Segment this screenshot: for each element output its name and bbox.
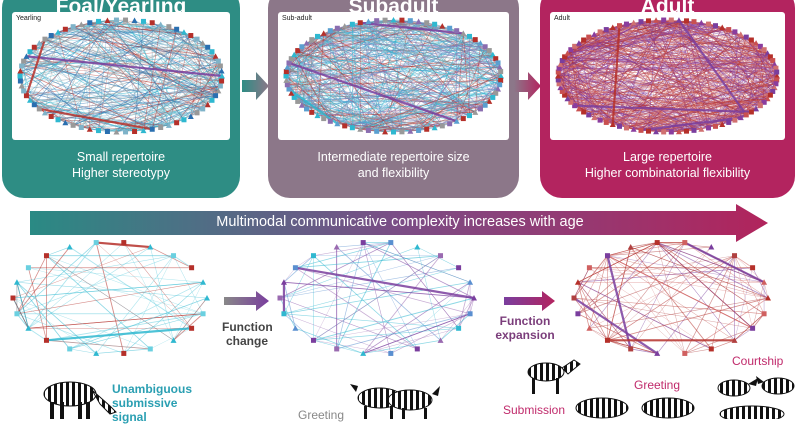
stage-caption: Intermediate repertoire size and flexibi…: [268, 149, 519, 181]
zebra-illustration: [350, 382, 440, 419]
stage-panel-adult: Adult Adult Large repertoire Higher comb…: [540, 0, 795, 198]
caption-line: and flexibility: [268, 165, 519, 181]
behavior-label-courtship: Courtship: [732, 354, 800, 368]
banner-text: Multimodal communicative complexity incr…: [30, 214, 770, 230]
stage-caption: Small repertoire Higher stereotypy: [2, 149, 240, 181]
stage-panel-foal: Foal/Yearling Yearling Small repertoire …: [2, 0, 240, 198]
lower-network-1: [5, 234, 215, 362]
behavior-line: Unambiguous: [112, 382, 192, 396]
zebra-illustration: [30, 372, 120, 419]
zebra-illustration: [714, 372, 800, 402]
behavior-label-submission: Submission: [503, 403, 573, 417]
caption-line: Higher combinatorial flexibility: [540, 165, 795, 181]
progression-arrow: [514, 68, 542, 104]
network-graph: Sub-adult: [278, 12, 509, 140]
caption-line: Large repertoire: [540, 149, 795, 165]
network-graph: Adult: [550, 12, 785, 140]
stage-caption: Large repertoire Higher combinatorial fl…: [540, 149, 795, 181]
behavior-label-unambiguous: Unambiguous submissive signal: [112, 382, 192, 424]
zebra-illustration: [522, 354, 582, 394]
behavior-line: signal: [112, 410, 192, 424]
zebra-illustration: [572, 394, 702, 419]
function-change-arrow: [224, 290, 270, 312]
transition-line: expansion: [490, 328, 560, 342]
stage-panel-subadult: Subadult Sub-adult Intermediate repertoi…: [268, 0, 519, 198]
network-label: Yearling: [16, 15, 41, 22]
function-expansion-arrow: [504, 290, 556, 312]
network-graph: Yearling: [12, 12, 230, 140]
transition-line: Function: [222, 320, 272, 334]
caption-line: Small repertoire: [2, 149, 240, 165]
function-change-label: Function change: [222, 320, 272, 348]
caption-line: Intermediate repertoire size: [268, 149, 519, 165]
progression-arrow: [242, 68, 270, 104]
zebra-illustration: [712, 404, 792, 419]
behavior-line: submissive: [112, 396, 192, 410]
lower-network-2: [272, 234, 482, 362]
transition-line: change: [222, 334, 272, 348]
behavior-label-greeting-subadult: Greeting: [298, 408, 358, 422]
caption-line: Higher stereotypy: [2, 165, 240, 181]
network-label: Adult: [554, 15, 570, 22]
function-expansion-label: Function expansion: [490, 314, 560, 342]
lower-network-3: [566, 234, 776, 362]
network-label: Sub-adult: [282, 15, 312, 22]
transition-line: Function: [490, 314, 560, 328]
behavior-label-greeting-adult: Greeting: [634, 378, 694, 392]
